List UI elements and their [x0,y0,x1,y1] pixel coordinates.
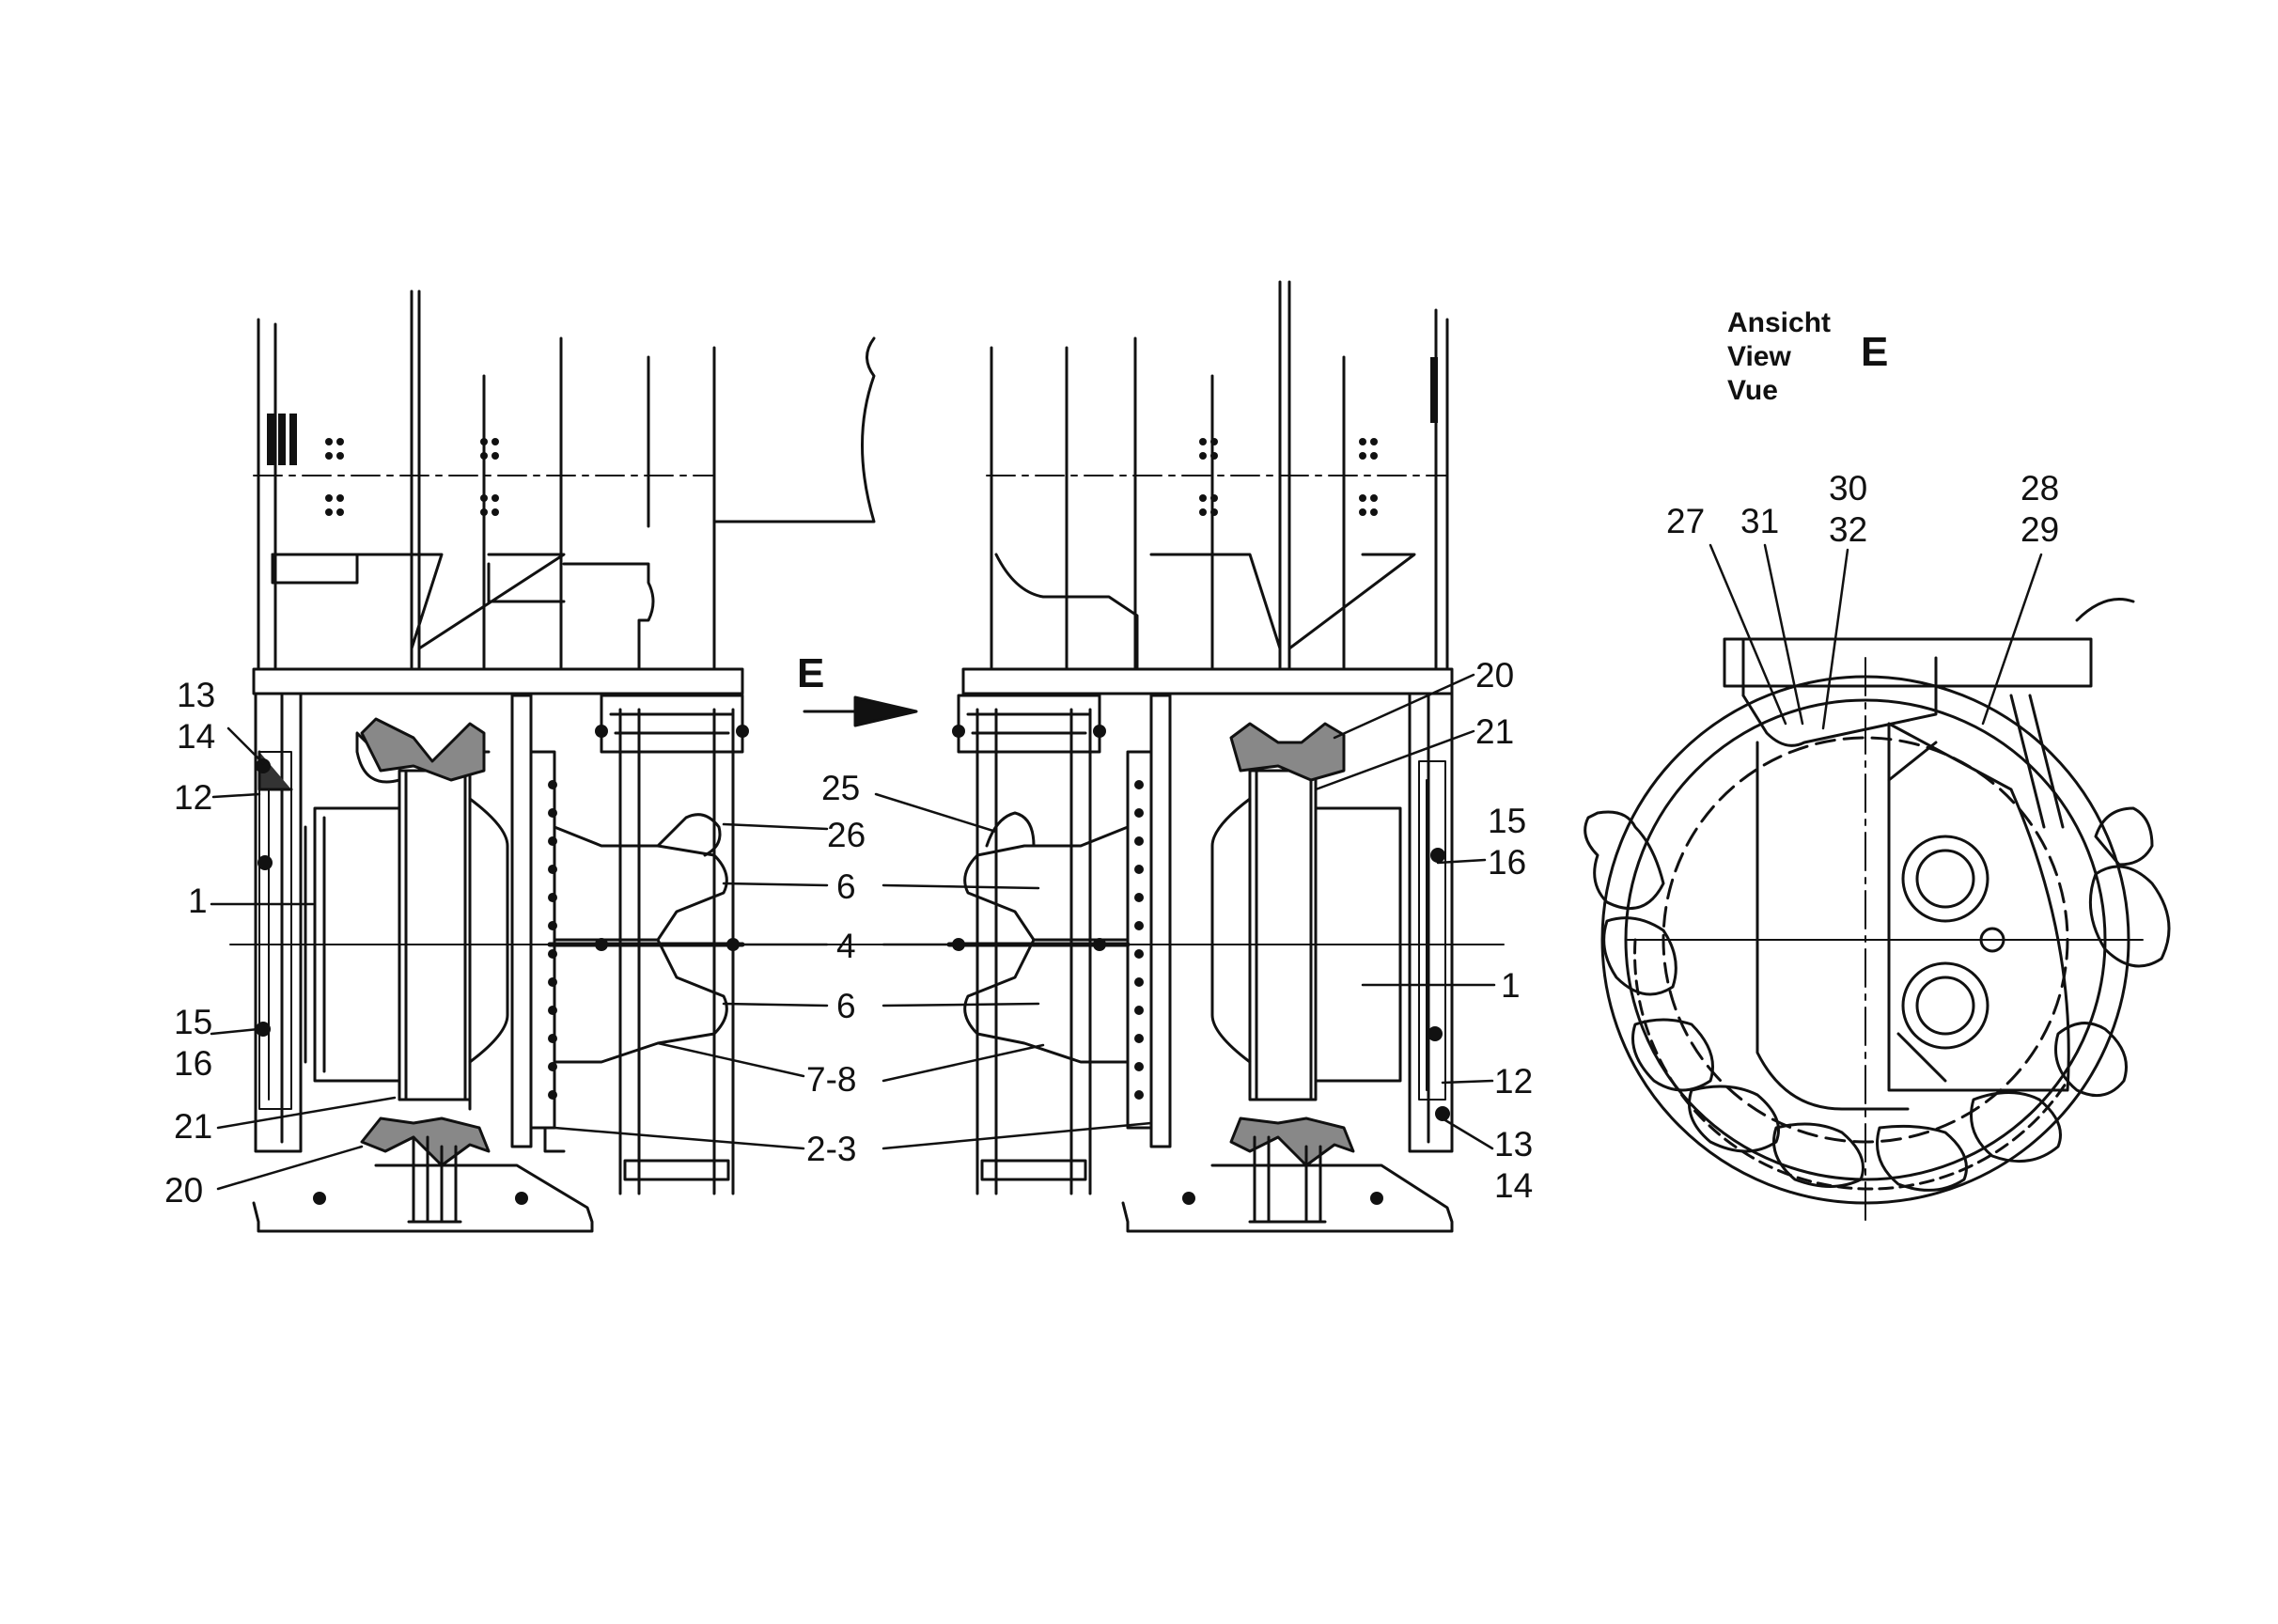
callout-left-21: 21 [174,1107,213,1146]
view-heading-line-fr: Vue [1727,375,1778,406]
callout-left-26: 26 [827,816,866,854]
callout-left-6a: 6 [836,867,856,906]
callout-right-25: 25 [821,769,861,807]
callout-left-4: 4 [836,927,856,965]
callout-view-28-29: 28 29 [2021,469,2060,549]
arrow-letter: E [797,650,825,696]
callout-left-13-14: 13 14 [177,676,216,756]
left-assembly [229,289,1505,1233]
callout-left-15-16: 15 16 [174,1003,213,1083]
view-e [1584,598,2171,1223]
view-heading: Ansicht View Vue [1727,306,1831,408]
view-heading-line-de: Ansicht [1727,307,1832,338]
callout-right-15-16: 15 16 [1488,802,1527,882]
callout-right-12: 12 [1494,1062,1534,1101]
callout-left-2-3: 2-3 [806,1130,857,1168]
callout-left-6b: 6 [836,987,856,1025]
leader-lines [210,543,2043,1191]
view-heading-letter: E [1861,329,1889,375]
callout-left-1: 1 [188,882,208,920]
callout-view-30-32: 30 32 [1829,469,1868,549]
view-heading-line-en: View [1727,341,1791,372]
callout-left-20: 20 [164,1171,204,1210]
callout-right-20: 20 [1475,656,1515,695]
callout-right-1: 1 [1501,966,1521,1005]
callout-right-13-14: 13 14 [1494,1125,1534,1205]
callout-view-31: 31 [1740,502,1780,540]
right-assembly [946,280,1454,1233]
callout-left-7-8: 7-8 [806,1060,857,1099]
callout-view-27: 27 [1666,502,1706,540]
callout-left-12: 12 [174,778,213,817]
callout-right-21: 21 [1475,712,1515,751]
